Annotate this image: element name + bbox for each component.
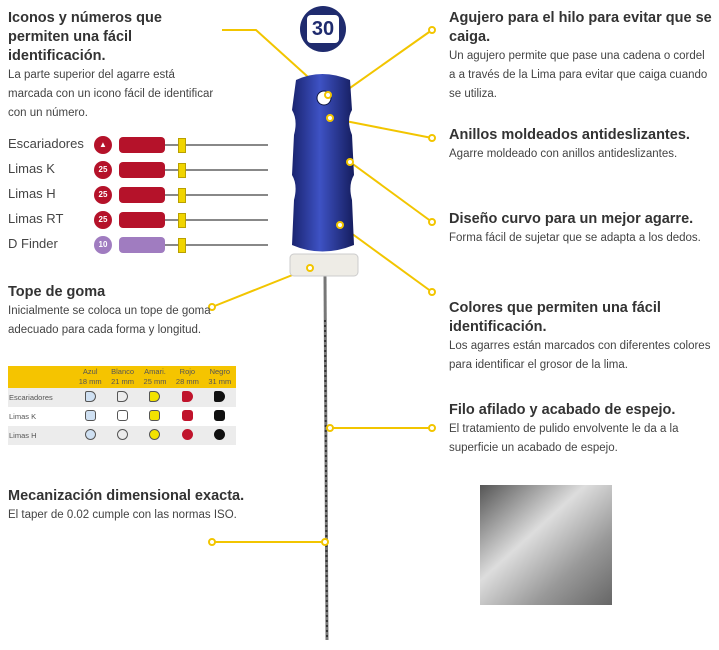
badge-number: 30 bbox=[311, 18, 335, 40]
taper-callout: Mecanización dimensional exacta. El tape… bbox=[8, 487, 288, 525]
blue-handle bbox=[292, 74, 354, 252]
stopper-title: Tope de goma bbox=[8, 284, 106, 300]
stopper-callout: Tope de goma Inicialmente se coloca un t… bbox=[8, 283, 223, 340]
icons-callout: Iconos y números que permiten una fácil … bbox=[8, 9, 218, 123]
mirror-finish-callout: Filo afilado y acabado de espejo.El trat… bbox=[449, 402, 679, 454]
taper-body: El taper de 0.02 cumple con las normas I… bbox=[8, 509, 237, 521]
file-needle bbox=[323, 274, 329, 641]
taper-title: Mecanización dimensional exacta. bbox=[8, 488, 245, 504]
stopper-body: Inicialmente se coloca un tope de goma a… bbox=[8, 305, 211, 336]
rings-callout: Anillos moldeados antideslizantes.Agarre… bbox=[449, 127, 690, 160]
list-item: Escariadores▲ bbox=[8, 134, 268, 156]
icons-title: Iconos y números que permiten una fácil … bbox=[8, 10, 162, 64]
colors-callout: Colores que permiten una fácil identific… bbox=[449, 300, 711, 371]
curved-design-callout: Diseño curvo para un mejor agarre.Forma … bbox=[449, 211, 701, 244]
callout-dots bbox=[208, 26, 436, 546]
table-row: Limas K bbox=[8, 407, 236, 426]
icons-body: La parte superior del agarre está marcad… bbox=[8, 69, 214, 119]
table-row: Escariadores bbox=[8, 388, 236, 407]
table-row: Limas H bbox=[8, 426, 236, 445]
rubber-stopper bbox=[289, 253, 359, 277]
callout-lines bbox=[211, 29, 433, 543]
hole-callout: Agujero para el hilo para evitar que se … bbox=[449, 10, 712, 100]
mirror-finish-photo bbox=[480, 485, 612, 605]
triangle-icon: ▲ bbox=[94, 136, 112, 154]
